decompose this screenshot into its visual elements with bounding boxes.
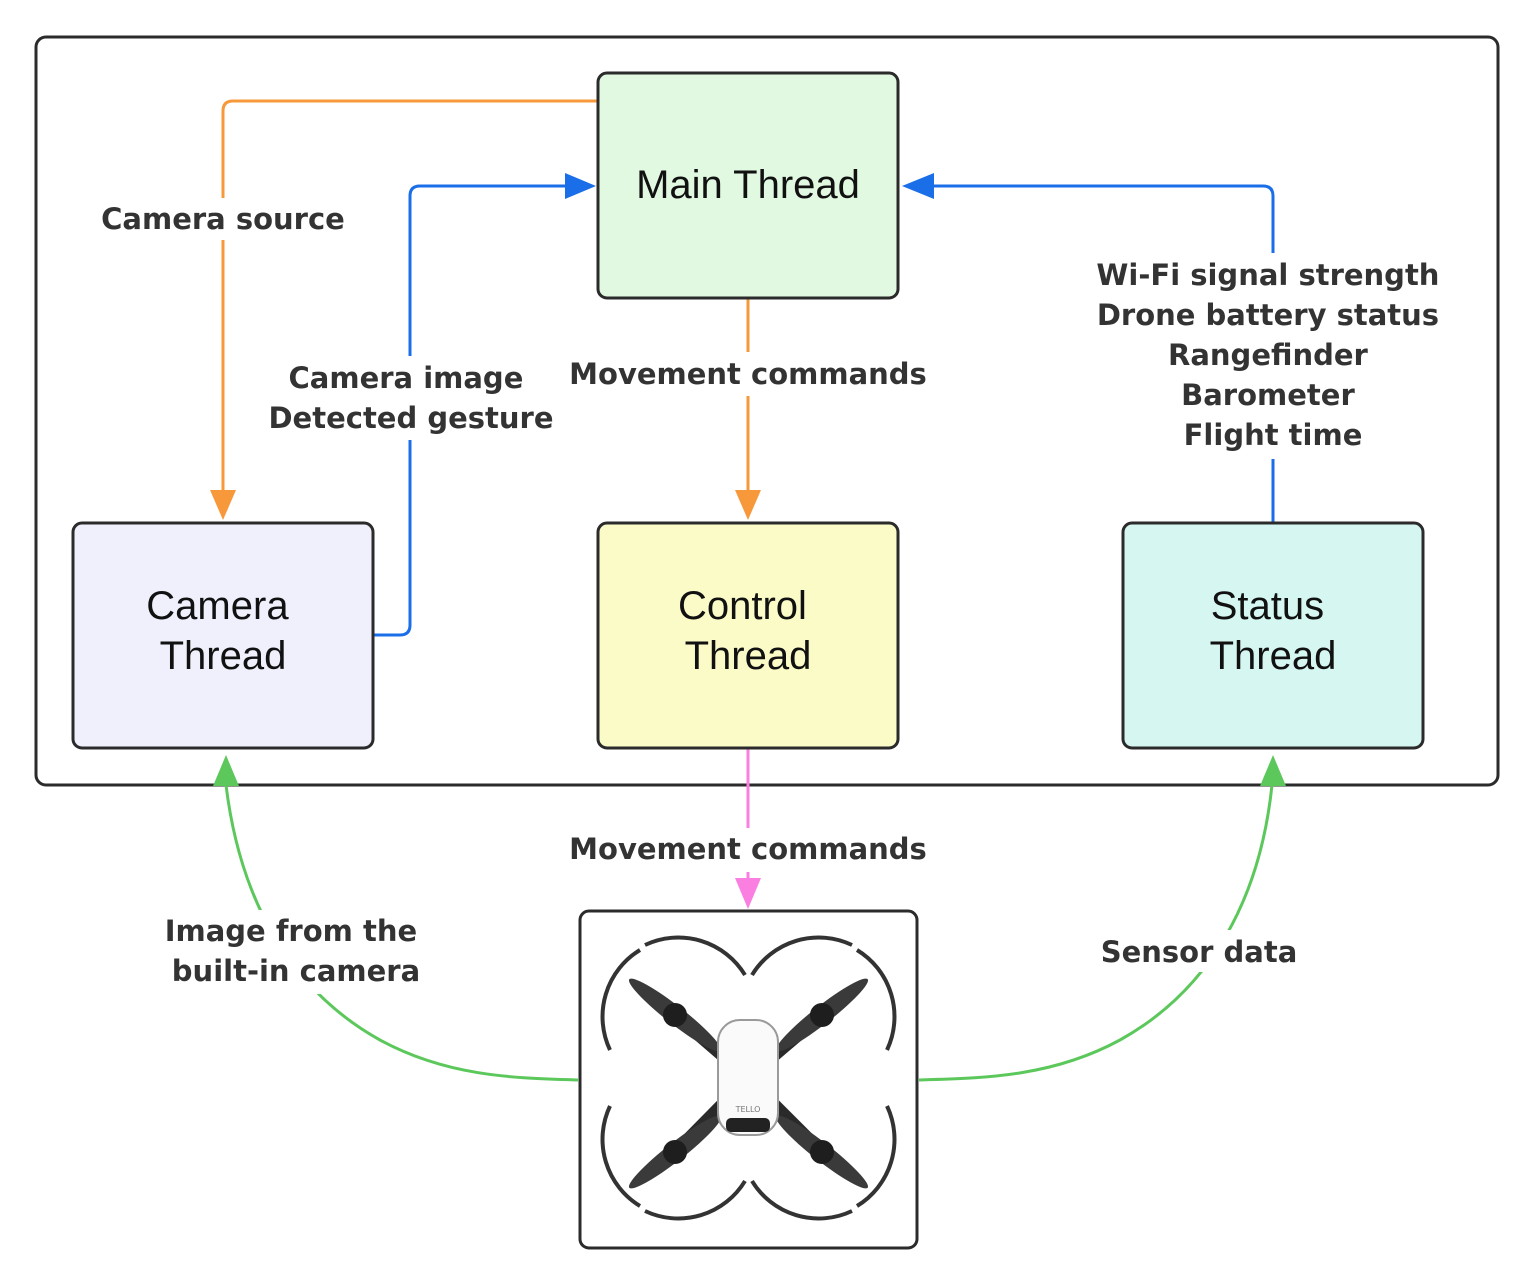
label-line: Drone battery status [1097, 298, 1439, 332]
label-line: Image from the [165, 914, 417, 948]
arrowhead-up-icon [1260, 755, 1286, 786]
label-image-camera: Image from the built-in camera [165, 914, 428, 988]
node-control-thread: Control Thread [596, 521, 900, 750]
label-line: Wi-Fi signal strength [1096, 258, 1439, 292]
node-label: Camera Thread [146, 584, 299, 678]
edge-line-image-camera [224, 784, 579, 1082]
edge-line-status-main [932, 184, 1275, 523]
arrowhead-down-icon [735, 490, 761, 520]
node-camera-thread: Camera Thread [71, 521, 375, 750]
label-sensor-status: Sensor data [1101, 935, 1298, 969]
arrowhead-down-icon [210, 490, 236, 520]
label-movement-control-drone: Movement commands [569, 832, 927, 866]
label-camera-image-gesture: Camera image Detected gesture [268, 361, 553, 435]
label-line: Camera source [101, 202, 345, 236]
node-label: Control Thread [678, 584, 818, 678]
node-label-line: Main Thread [636, 163, 860, 207]
arrowhead-left-icon [902, 173, 934, 199]
label-movement-main-control: Movement commands [569, 357, 927, 391]
node-label-line: Thread [685, 634, 812, 678]
edge-camera-source [210, 99, 598, 520]
arrowhead-up-icon [213, 755, 239, 786]
node-label: Status Thread [1210, 584, 1337, 678]
edge-image-camera [213, 755, 579, 1082]
label-line: Movement commands [569, 832, 927, 866]
label-line: Camera image [289, 361, 524, 395]
label-line: Barometer [1181, 378, 1355, 412]
node-label-line: Camera [146, 584, 289, 628]
edge-status-main [902, 173, 1275, 523]
label-status-main: Wi-Fi signal strength Drone battery stat… [1096, 258, 1449, 452]
edge-line-camera-source [221, 99, 598, 492]
node-label-line: Status [1211, 584, 1324, 628]
node-label: Main Thread [636, 163, 860, 207]
label-line: Flight time [1184, 418, 1363, 452]
arrowhead-down-icon [735, 878, 761, 909]
node-box [596, 71, 900, 300]
node-status-thread: Status Thread [1121, 521, 1425, 750]
node-box [71, 521, 375, 750]
label-line: Movement commands [569, 357, 927, 391]
label-line: Detected gesture [268, 401, 553, 435]
label-camera-source: Camera source [101, 202, 345, 236]
node-main-thread: Main Thread [596, 71, 900, 300]
drone-quadcopter-icon: TELLO [600, 935, 897, 1221]
drone-brand-text: TELLO [735, 1105, 761, 1114]
node-label-line: Thread [160, 634, 287, 678]
node-label-line: Control [678, 584, 807, 628]
edge-sensor-status [918, 755, 1286, 1082]
label-line: Sensor data [1101, 935, 1298, 969]
node-label-line: Thread [1210, 634, 1337, 678]
arrowhead-right-icon [565, 173, 596, 199]
node-box [1121, 521, 1425, 750]
node-drone: TELLO [578, 909, 919, 1250]
node-box [596, 521, 900, 750]
label-line: Rangefinder [1168, 338, 1369, 372]
label-line: built-in camera [172, 954, 420, 988]
edge-line-sensor-status [918, 784, 1274, 1082]
